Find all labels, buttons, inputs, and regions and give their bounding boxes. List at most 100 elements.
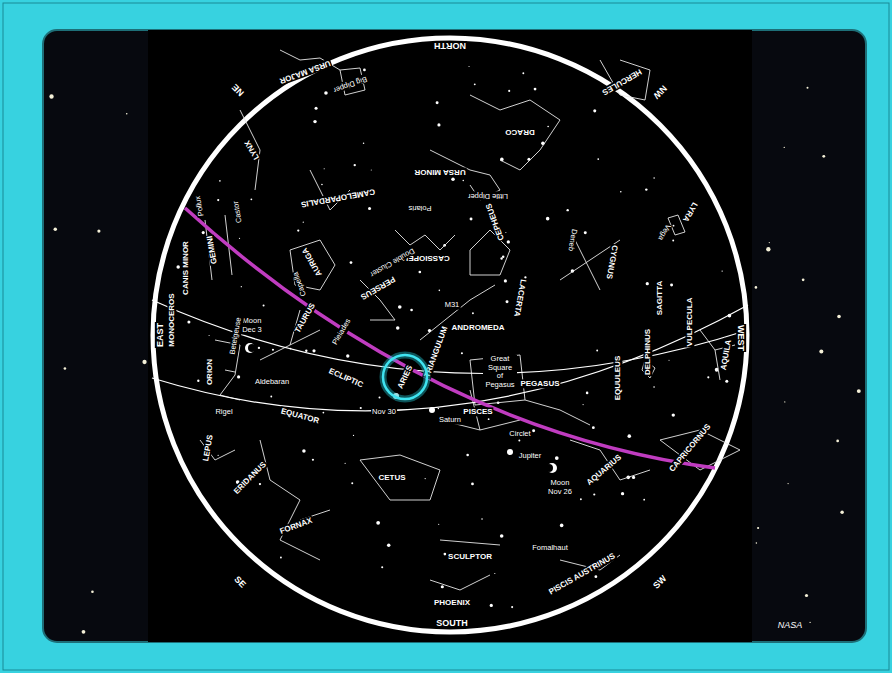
moon-shadow: [545, 464, 553, 472]
star-dot: [802, 278, 805, 281]
star-dot: [346, 354, 349, 357]
saturn-symbol: [429, 407, 435, 413]
star-dot: [594, 575, 597, 578]
frame-edge: [3, 3, 889, 670]
star-dot: [441, 585, 444, 588]
star-dot: [64, 367, 67, 370]
star-dot: [469, 66, 470, 67]
constellation-label: MONOCEROS: [167, 292, 176, 347]
star-dot: [303, 222, 304, 223]
star-dot: [472, 312, 474, 314]
constellation-label: CAPRICORNUS: [667, 421, 714, 474]
star-dot: [560, 524, 564, 528]
ecliptic-label: ECLIPTIC: [327, 366, 366, 390]
star-dot: [466, 454, 469, 457]
star-dot: [672, 240, 674, 242]
star-dot: [312, 349, 315, 352]
star-dot: [387, 544, 390, 547]
star-dot: [586, 392, 589, 395]
star-dot: [263, 305, 265, 307]
constellation-label: CEPHEUS: [484, 201, 507, 242]
star-label: Deneb: [566, 227, 579, 252]
star-dot: [419, 271, 422, 274]
star-dot: [241, 286, 242, 287]
constellation-label: DELPHINUS: [643, 328, 652, 376]
star-dot: [258, 347, 260, 349]
star-dot: [461, 352, 463, 354]
constellation-label: CANIS MINOR: [181, 240, 190, 296]
star-dot: [451, 178, 455, 182]
star-dot: [444, 553, 447, 556]
constellation-label: SCULPTOR: [447, 552, 493, 561]
constellation-label: AQUILA: [719, 338, 734, 372]
star-dot: [645, 188, 647, 190]
star-dot: [511, 606, 513, 608]
direction-label: NW: [650, 82, 669, 101]
ecliptic-magenta-line: [185, 208, 715, 468]
constellation-label: EQUULEUS: [613, 355, 622, 401]
star-dot: [353, 435, 354, 436]
constellation-label: LACERTA: [512, 278, 528, 319]
constellation-label: PHOENIX: [433, 598, 471, 607]
star-dot: [436, 101, 439, 104]
star-dot: [239, 238, 240, 239]
star-dot: [593, 109, 596, 112]
constellation-label: CYGNUS: [604, 243, 619, 280]
constellation-label: CAMELOPARDALIS: [299, 187, 376, 209]
star-label: Pleiades: [331, 317, 354, 348]
star-label: Rigel: [214, 408, 233, 417]
constellation-figures: [200, 50, 740, 590]
chart-ground: [148, 30, 752, 642]
star-dot: [809, 622, 810, 623]
direction-label: NORTH: [433, 41, 467, 51]
star-dot: [351, 482, 353, 484]
star-dot: [653, 177, 654, 178]
star-dot: [836, 440, 839, 443]
constellation-label: TAURUS: [292, 301, 317, 336]
constellation-label: PISCES: [462, 407, 493, 416]
star-label: Big Dipper: [331, 74, 369, 95]
star-dot: [596, 350, 598, 352]
star-dot: [643, 499, 645, 501]
star-label: Capella: [291, 270, 308, 299]
star-dot: [805, 594, 808, 597]
star-dot: [297, 229, 299, 231]
star-dot: [784, 147, 785, 148]
constellation-label: FORNAX: [278, 516, 315, 537]
star-dot: [438, 408, 439, 409]
star-dot: [547, 126, 549, 128]
star-dot: [584, 231, 587, 234]
star-dot: [425, 478, 426, 479]
star-label: Vega: [655, 222, 672, 243]
star-dot: [807, 87, 809, 89]
direction-label: SE: [231, 573, 248, 590]
star-dot: [534, 88, 537, 91]
star-dot: [593, 493, 595, 495]
star-dot: [646, 282, 649, 285]
ring-glow: [383, 355, 427, 399]
star-dot: [197, 380, 199, 382]
star-dot: [142, 360, 146, 364]
star-dot: [621, 492, 624, 495]
direction-label: SOUTH: [435, 618, 469, 628]
star-dot: [217, 455, 218, 456]
star-dot: [721, 270, 722, 271]
star-dot: [546, 217, 550, 221]
star-dot: [91, 590, 94, 593]
constellation-label: URSA MINOR: [413, 167, 466, 176]
credit-text: NASA: [777, 620, 804, 630]
star-dot: [668, 360, 669, 361]
ring-line: [383, 355, 427, 399]
star-dot: [398, 305, 402, 309]
constellation-label: PERSEUS: [358, 274, 397, 302]
star-dot: [360, 407, 362, 409]
asterism-label: Great Square of Pegasus: [483, 355, 517, 390]
star-dot: [363, 143, 364, 144]
constellation-label: LYRA: [680, 200, 699, 225]
constellation-label: HERCULES: [600, 67, 644, 98]
star-dot: [555, 456, 559, 460]
star-dot: [280, 557, 282, 559]
date-label: Nov 30: [371, 408, 397, 417]
star-dot: [769, 242, 770, 243]
star-dot: [474, 83, 476, 85]
